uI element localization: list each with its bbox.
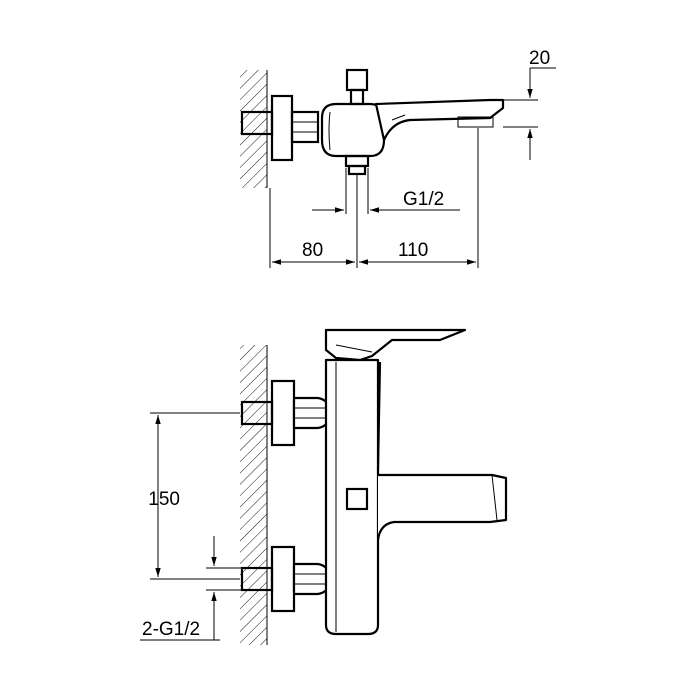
mixer-body-top (320, 102, 386, 158)
escutcheon-lower (270, 545, 296, 613)
dimension-label-110: 110 (398, 240, 428, 261)
connector-nut-lower (292, 562, 332, 596)
spout-front (376, 361, 508, 541)
wall-hatch-top (240, 70, 267, 188)
wall-hatch-bottom (240, 345, 267, 645)
dimension-label-g12-top: G1/2 (403, 189, 444, 210)
spout-top (374, 98, 505, 142)
connector-nut-top (290, 110, 320, 144)
dimension-label-2g12: 2-G1/2 (142, 619, 200, 640)
diverter-knob-top (345, 68, 369, 92)
lever-handle (324, 328, 467, 362)
connector-nut-upper (292, 396, 332, 430)
front-view (240, 328, 508, 645)
side-view (240, 68, 505, 188)
dimension-horizontal-top: 80 110 (269, 128, 479, 268)
dimension-label-80: 80 (302, 240, 323, 261)
dimension-thread-top: G1/2 (312, 168, 460, 214)
dimension-label-150: 150 (148, 489, 180, 510)
mixer-body-front (324, 358, 380, 636)
escutcheon-top (270, 94, 294, 162)
dimension-spout-height: 20 (503, 48, 556, 160)
diverter-square (345, 487, 369, 511)
dimension-inlet-spacing: 150 (148, 412, 240, 580)
outlet-thread-top (344, 154, 370, 168)
dimension-label-20: 20 (529, 48, 550, 69)
escutcheon-upper (270, 379, 296, 447)
dimension-thread-bottom: 2-G1/2 (140, 536, 244, 641)
